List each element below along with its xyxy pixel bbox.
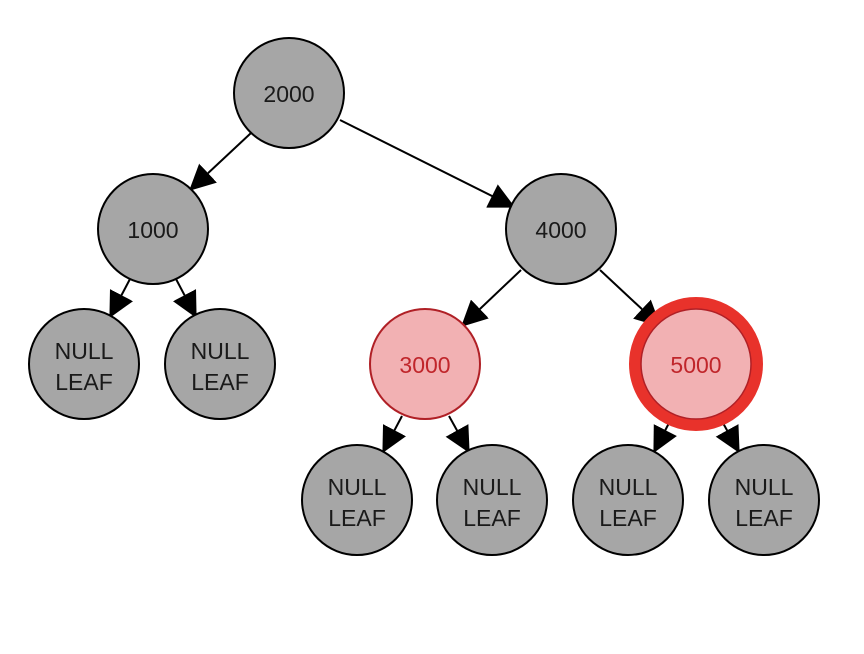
null-leaf-1: NULL LEAF [28, 308, 140, 420]
null-leaf-6-line2: LEAF [735, 505, 793, 531]
edge-2000-1000 [189, 132, 252, 191]
null-leaf-4-circle [436, 444, 548, 556]
null-leaf-2-line2: LEAF [191, 369, 249, 395]
null-leaf-6-line1: NULL [735, 474, 794, 500]
node-2000-label: 2000 [263, 81, 314, 107]
node-5000-label: 5000 [670, 352, 721, 378]
null-leaf-5: NULL LEAF [572, 444, 684, 556]
edge-3000-leaf4 [445, 415, 470, 454]
edge-2000-4000 [339, 119, 516, 208]
null-leaf-2-circle [164, 308, 276, 420]
edge-5000-leaf6 [715, 422, 740, 454]
null-leaf-1-line2: LEAF [55, 369, 113, 395]
node-5000-highlight-ring [629, 297, 763, 431]
node-4000: 4000 [505, 173, 617, 285]
node-5000-circle [640, 308, 752, 420]
edge-1000-leaf2 [172, 278, 197, 319]
node-1000: 1000 [97, 173, 209, 285]
node-1000-label: 1000 [127, 217, 178, 243]
null-leaf-2-line1: NULL [191, 338, 250, 364]
null-leaf-4-line2: LEAF [463, 505, 521, 531]
null-leaf-3: NULL LEAF [301, 444, 413, 556]
node-1000-circle [97, 173, 209, 285]
node-4000-circle [505, 173, 617, 285]
edge-5000-leaf5 [653, 422, 677, 454]
edge-1000-leaf1 [109, 278, 134, 319]
null-leaf-4: NULL LEAF [436, 444, 548, 556]
node-2000: 2000 [233, 37, 345, 149]
node-5000: 5000 [629, 297, 763, 431]
null-leaf-5-line1: NULL [599, 474, 658, 500]
null-leaf-5-circle [572, 444, 684, 556]
edge-4000-3000 [461, 269, 522, 327]
null-leaf-3-line2: LEAF [328, 505, 386, 531]
node-3000-label: 3000 [399, 352, 450, 378]
node-4000-label: 4000 [535, 217, 586, 243]
tree-edges [109, 119, 740, 454]
null-leaf-5-line2: LEAF [599, 505, 657, 531]
null-leaf-2: NULL LEAF [164, 308, 276, 420]
null-leaf-6: NULL LEAF [708, 444, 820, 556]
node-2000-circle [233, 37, 345, 149]
node-3000: 3000 [369, 308, 481, 420]
null-leaf-4-line1: NULL [463, 474, 522, 500]
null-leaf-3-line1: NULL [328, 474, 387, 500]
null-leaf-6-circle [708, 444, 820, 556]
null-leaf-1-line1: NULL [55, 338, 114, 364]
edge-3000-leaf3 [382, 415, 407, 454]
null-leaf-1-circle [28, 308, 140, 420]
node-3000-circle [369, 308, 481, 420]
null-leaf-3-circle [301, 444, 413, 556]
